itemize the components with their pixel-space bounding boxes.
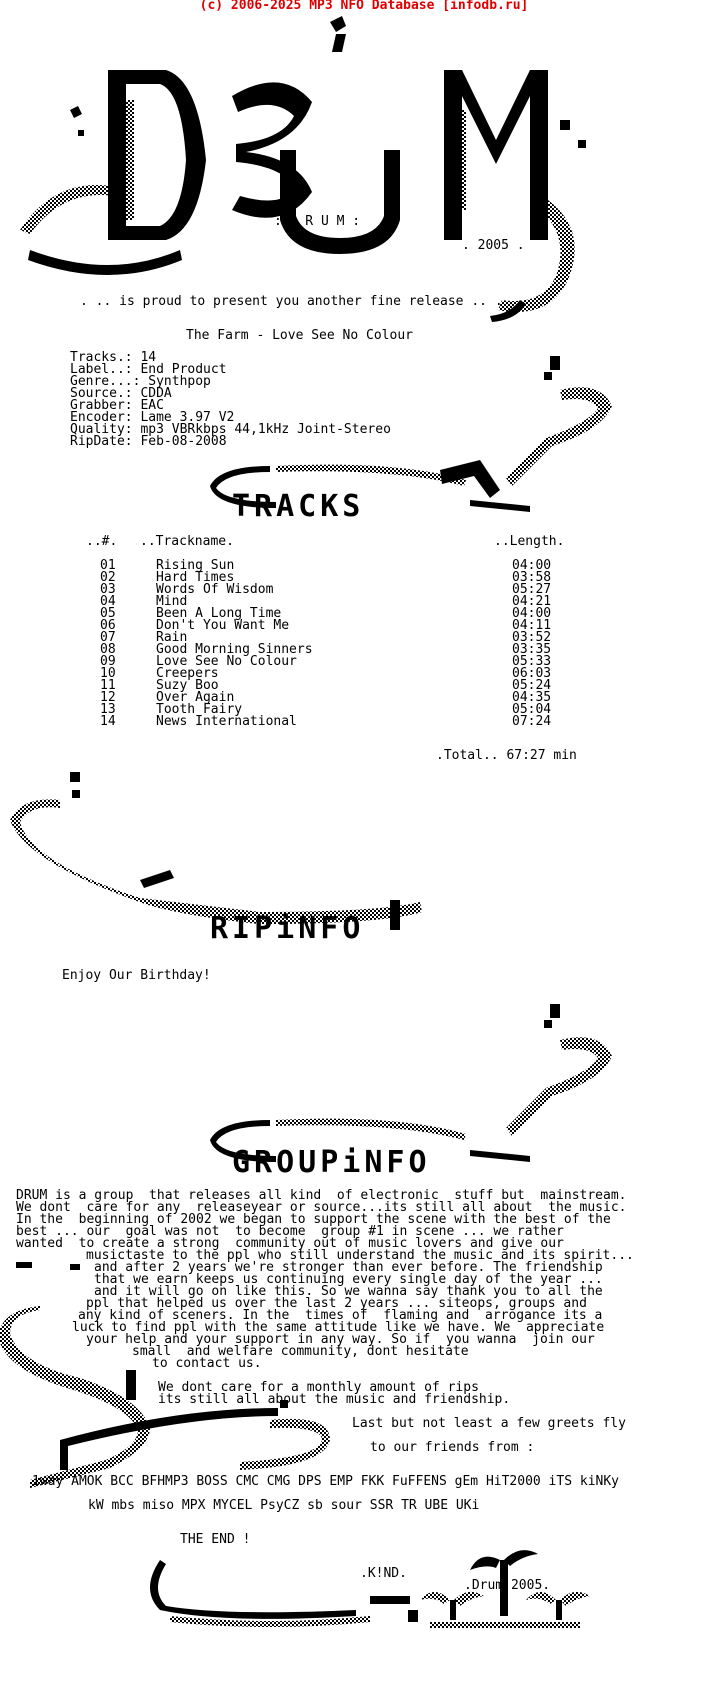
groupinfo-line: best ... our goal was not to become grou… — [16, 1224, 564, 1239]
info-encoder: Encoder: Lame 3.97 V2 — [70, 410, 235, 425]
track-length: 04:21 — [512, 594, 552, 609]
track-name: Hard Times — [156, 570, 235, 585]
track-number: 04 — [100, 594, 116, 609]
track-number: 05 — [100, 606, 116, 621]
logo-group-label: : D R U M : — [274, 214, 361, 229]
track-length: 03:35 — [512, 642, 552, 657]
track-length: 04:00 — [512, 606, 552, 621]
groupinfo-line: ppl that helped us over the last 2 years… — [86, 1296, 587, 1311]
track-name: Don't You Want Me — [156, 618, 290, 633]
groupinfo-line: and after 2 years we're stronger than ev… — [94, 1260, 603, 1275]
track-name: Good Morning Sinners — [156, 642, 313, 657]
track-length: 05:33 — [512, 654, 552, 669]
track-length: 06:03 — [512, 666, 552, 681]
the-end-art — [150, 1550, 590, 1628]
logo-year-label: . 2005 . — [462, 238, 525, 253]
tracklist-col-length: ..Length. — [494, 534, 565, 549]
track-number: 06 — [100, 618, 116, 633]
site-header: (c) 2006-2025 MP3 NFO Database [infodb.r… — [199, 0, 529, 13]
track-name: News International — [156, 714, 297, 729]
tracklist-col-name: ..Trackname. — [140, 534, 234, 549]
info-ripdate: RipDate: Feb-08-2008 — [70, 434, 227, 449]
release-title: The Farm - Love See No Colour — [186, 328, 413, 343]
track-number: 10 — [100, 666, 116, 681]
track-number: 01 — [100, 558, 116, 573]
motto-line: We dont care for a monthly amount of rip… — [158, 1380, 479, 1395]
groupinfo-line: DRUM is a group that releases all kind o… — [16, 1188, 627, 1203]
ripinfo-swoosh-art — [10, 772, 422, 930]
motto-line: its still all about the music and friend… — [158, 1392, 511, 1407]
track-number: 14 — [100, 714, 116, 729]
groupinfo-heading: GROUPiNFO — [232, 1145, 431, 1180]
track-name: Over Again — [156, 690, 235, 705]
track-name: Mind — [156, 594, 188, 609]
groupinfo-line: We dont care for any releaseyear or sour… — [16, 1200, 627, 1215]
track-length: 05:27 — [512, 582, 552, 597]
track-name: Words Of Wisdom — [156, 582, 274, 597]
track-number: 02 — [100, 570, 116, 585]
track-name: Rain — [156, 630, 188, 645]
tracks-heading: TRACKS — [232, 489, 365, 524]
track-name: Creepers — [156, 666, 219, 681]
track-length: 03:58 — [512, 570, 552, 585]
groupinfo-line: In the beginning of 2002 we began to sup… — [16, 1212, 611, 1227]
track-number: 03 — [100, 582, 116, 597]
track-name: Rising Sun — [156, 558, 235, 573]
kind-signature: .K!ND. — [360, 1566, 407, 1581]
track-number: 13 — [100, 702, 116, 717]
groupinfo-squiggle-art — [210, 1004, 612, 1162]
info-source: Source.: CDDA — [70, 386, 172, 401]
track-length: 03:52 — [512, 630, 552, 645]
greets-intro: Last but not least a few greets fly — [352, 1416, 626, 1431]
track-number: 12 — [100, 690, 116, 705]
track-length: 04:11 — [512, 618, 552, 633]
greets-groups-line-2: kW mbs miso MPX MYCEL PsyCZ sb sour SSR … — [88, 1498, 480, 1513]
groupinfo-line: to contact us. — [152, 1356, 262, 1371]
tracklist-total: .Total.. 67:27 min — [436, 748, 577, 763]
drum-logo-art — [20, 16, 586, 322]
track-length: 04:00 — [512, 558, 552, 573]
greets-groups-line-1: 1way AMOK BCC BFHMP3 BOSS CMC CMG DPS EM… — [32, 1474, 619, 1489]
groupinfo-line: small and welfare community, dont hesita… — [132, 1344, 469, 1359]
track-number: 11 — [100, 678, 116, 693]
info-quality: Quality: mp3 VBRkbps 44,1kHz Joint-Stere… — [70, 422, 391, 437]
info-grabber: Grabber: EAC — [70, 398, 164, 413]
track-number: 08 — [100, 642, 116, 657]
tracks-swoosh-art — [210, 464, 530, 512]
groupinfo-line: wanted to create a strong community out … — [16, 1236, 564, 1251]
info-tracks: Tracks.: 14 — [70, 350, 157, 365]
groupinfo-line: musictaste to the ppl who still understa… — [86, 1248, 634, 1263]
the-end-text: THE END ! — [180, 1532, 251, 1547]
info-squiggle-art — [440, 356, 612, 498]
groupinfo-line: your help and your support in any way. S… — [86, 1332, 595, 1347]
ripinfo-heading: RIPiNFO — [210, 911, 365, 946]
info-label: Label..: End Product — [70, 362, 227, 377]
track-length: 05:04 — [512, 702, 552, 717]
groupinfo-line: and it will go on like this. So we wanna… — [94, 1284, 603, 1299]
track-number: 07 — [100, 630, 116, 645]
groupinfo-left-swoosh-art — [0, 1262, 330, 1488]
ripinfo-text: Enjoy Our Birthday! — [62, 968, 211, 983]
info-genre: Genre...: Synthpop — [70, 374, 211, 389]
track-name: Been A Long Time — [156, 606, 282, 621]
track-name: Tooth Fairy — [156, 702, 243, 717]
track-length: 07:24 — [512, 714, 552, 729]
groupinfo-line: any kind of sceners. In the times of fla… — [78, 1308, 603, 1323]
intro-text: . .. is proud to present you another fin… — [80, 294, 503, 309]
track-number: 09 — [100, 654, 116, 669]
track-length: 05:24 — [512, 678, 552, 693]
greets-intro-2: to our friends from : — [370, 1440, 535, 1455]
track-length: 04:35 — [512, 690, 552, 705]
footer-signature: .Drum 2005. — [464, 1578, 551, 1593]
track-name: Suzy Boo — [156, 678, 219, 693]
track-name: Love See No Colour — [156, 654, 297, 669]
groupinfo-line: luck to find ppl with the same attitude … — [72, 1320, 605, 1335]
groupinfo-line: that we earn keeps us continuing every s… — [94, 1272, 603, 1287]
tracklist-col-num: ..#. — [86, 534, 118, 549]
